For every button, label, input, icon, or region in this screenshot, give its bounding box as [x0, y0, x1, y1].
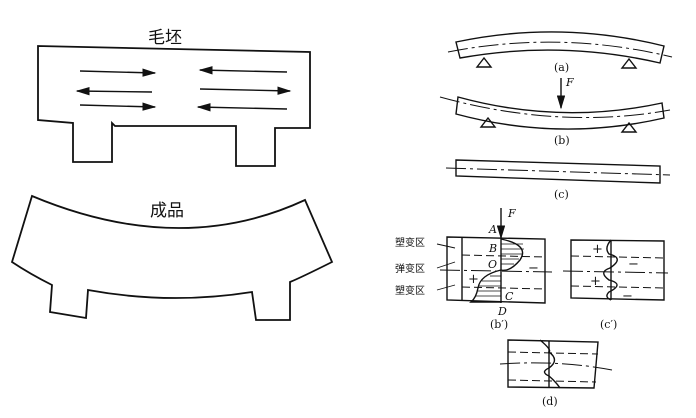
label-fig-c: (c) [554, 188, 569, 201]
label-fig-a: (a) [554, 61, 569, 74]
sign-minus: − [528, 261, 539, 276]
label-fig-b-prime: (b′) [490, 318, 508, 331]
product-label: 成品 [150, 201, 184, 221]
zone-plastic-top: 塑变区 [395, 236, 425, 249]
stress-arrows [75, 66, 292, 112]
beam-b [455, 96, 665, 130]
blank-shape [37, 45, 311, 167]
stress-curve [469, 238, 524, 303]
sign-minus: − [628, 257, 639, 272]
label-force-b: F [565, 76, 574, 89]
label-fig-c-prime: (c′) [600, 318, 617, 331]
section-b-prime [446, 236, 546, 304]
beam-a [455, 31, 665, 64]
beam-c [455, 159, 661, 184]
label-fig-d: (d) [542, 395, 558, 408]
sign-plus: + [590, 274, 601, 289]
label-fig-b: (b) [554, 134, 570, 147]
sign-plus: + [592, 242, 603, 257]
sign-plus: + [468, 272, 479, 287]
supports-b [479, 116, 638, 133]
point-o: O [488, 258, 497, 271]
section-d [507, 339, 599, 389]
section-c-prime [570, 239, 665, 301]
sign-minus: − [622, 289, 633, 304]
product-shape [10, 194, 334, 321]
zone-elastic: 弹变区 [395, 262, 425, 275]
label-force-b-prime: F [507, 207, 516, 220]
point-b: B [488, 242, 497, 255]
point-c: C [505, 290, 514, 303]
point-a: A [488, 223, 497, 236]
supports-a [475, 56, 638, 69]
blank-label: 毛坯 [148, 28, 182, 48]
zone-plastic-bottom: 塑变区 [395, 284, 425, 297]
point-d: D [497, 305, 507, 318]
